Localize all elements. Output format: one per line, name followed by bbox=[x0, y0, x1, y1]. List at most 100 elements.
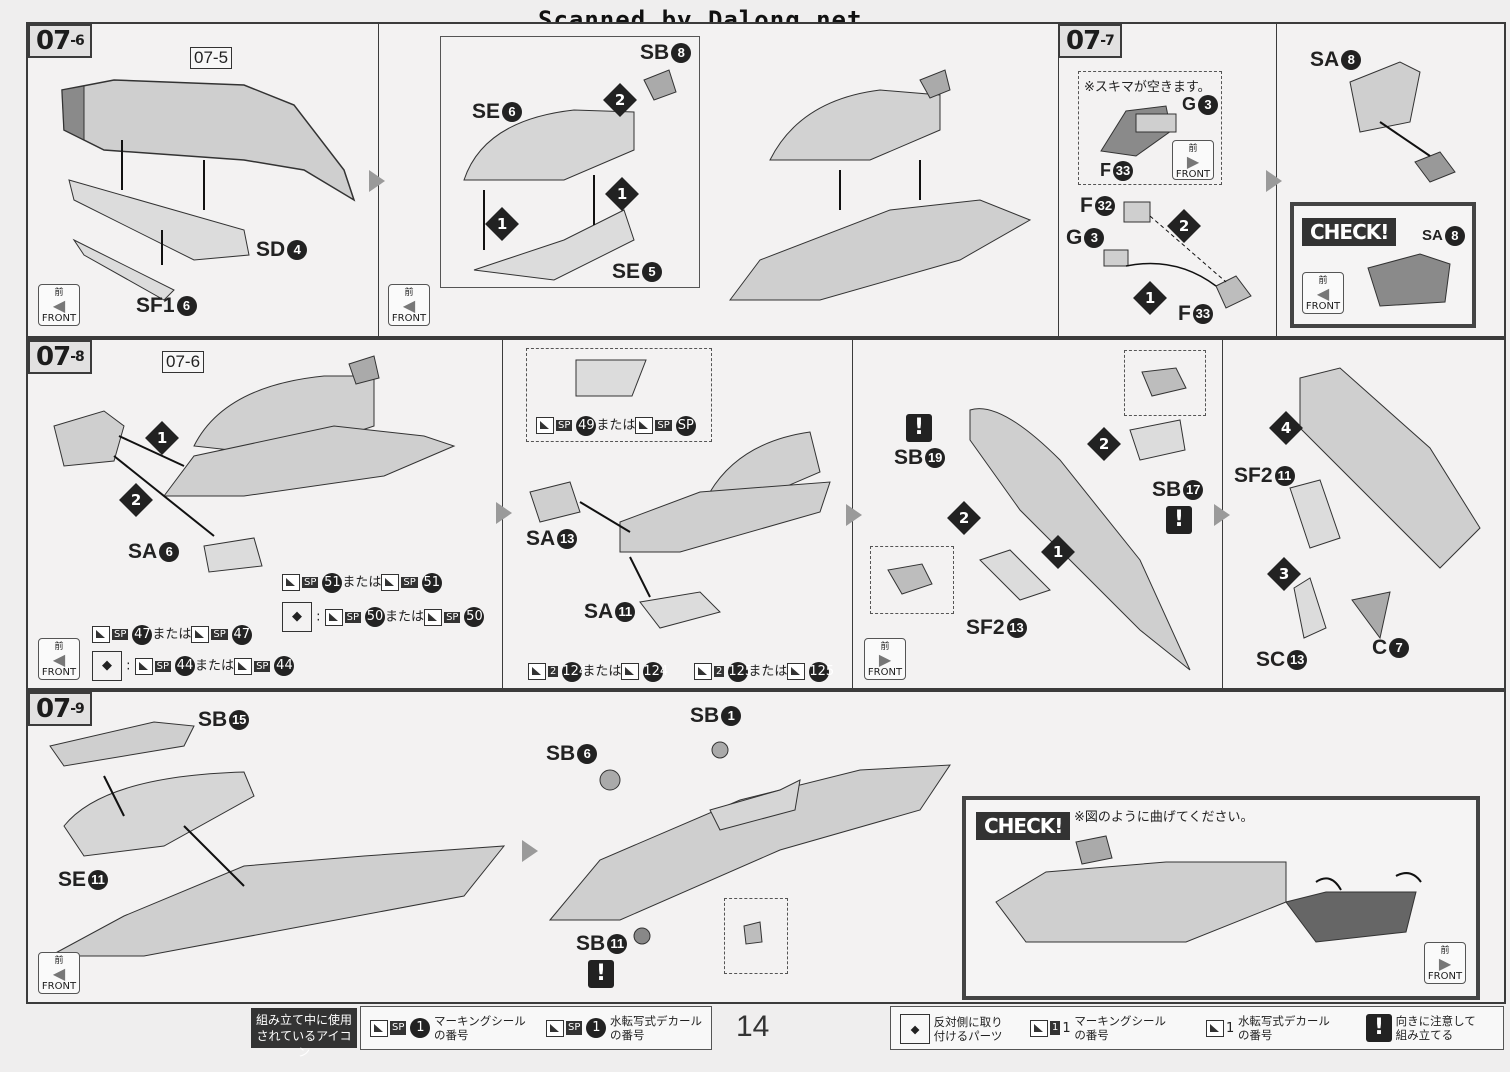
detail-box bbox=[870, 546, 954, 614]
or-word: または bbox=[596, 418, 636, 433]
sticker-num: 47 bbox=[231, 624, 252, 645]
sticker-num: 44 bbox=[274, 656, 295, 676]
order-num: 2 bbox=[614, 91, 626, 109]
part-nose-07-8 bbox=[529, 431, 831, 629]
label-text: SB bbox=[1152, 478, 1182, 501]
order-num: 3 bbox=[1278, 565, 1290, 583]
label-num: 13 bbox=[1006, 618, 1027, 639]
label-text: SC bbox=[1256, 648, 1286, 671]
label-num: 1 bbox=[721, 706, 742, 727]
legend-item-caution: ! 向きに注意して組み立てる bbox=[1366, 1014, 1476, 1042]
label-num: 11 bbox=[1274, 466, 1295, 487]
legend-group-right bbox=[890, 1006, 1504, 1050]
detail-box bbox=[724, 898, 788, 974]
label-num: 5 bbox=[642, 262, 663, 283]
detail-box bbox=[526, 348, 712, 442]
label-text: SA bbox=[128, 540, 158, 563]
label-text: SA bbox=[526, 527, 556, 550]
order-num: 1 bbox=[1144, 289, 1156, 307]
arrow-icon: ◀ bbox=[52, 964, 66, 983]
sticker-num: 51 bbox=[322, 572, 343, 593]
sticker-num: 124 bbox=[562, 661, 587, 682]
label-num: 33 bbox=[1192, 304, 1213, 325]
order-num: 2 bbox=[958, 509, 970, 527]
part-f33-g3-detail bbox=[1100, 105, 1177, 157]
front-text: FRONT bbox=[391, 313, 427, 324]
caution-icon: ! bbox=[588, 960, 614, 988]
detail-box bbox=[1078, 71, 1222, 185]
sticker-num: 47 bbox=[132, 624, 153, 645]
legend-text: 水転写式デカール bbox=[1237, 1014, 1330, 1028]
label-text: SE bbox=[612, 260, 641, 283]
sticker-code: SP bbox=[112, 629, 129, 640]
part-sb19-detail bbox=[887, 563, 933, 595]
step-sub: -7 bbox=[1100, 33, 1115, 49]
front-indicator: 前◀FRONT bbox=[38, 638, 80, 680]
front-text: FRONT bbox=[867, 667, 903, 678]
or-word: または bbox=[195, 658, 235, 674]
sticker-num: 124 bbox=[643, 661, 668, 682]
page-number: 14 bbox=[736, 1010, 770, 1043]
front-kanji: 前 bbox=[54, 288, 64, 298]
label-text: SD bbox=[256, 238, 286, 261]
label-text: SE bbox=[472, 100, 501, 123]
label-text: SB bbox=[894, 446, 924, 469]
decal-icon bbox=[787, 663, 806, 680]
sticker-code: SP bbox=[655, 420, 672, 431]
label-text: G bbox=[1182, 94, 1197, 114]
icon-code: 1 bbox=[1050, 1021, 1061, 1035]
legend-text: 組み立てる bbox=[1395, 1028, 1454, 1042]
label-num: 6 bbox=[176, 296, 197, 317]
part-assembly-07-8 bbox=[53, 355, 456, 573]
or-word: または bbox=[748, 664, 788, 679]
sticker-icon bbox=[694, 663, 712, 680]
front-indicator: 前▶FRONT bbox=[1172, 140, 1214, 180]
label-text: SB bbox=[198, 708, 228, 731]
icon-num: 1 bbox=[586, 1018, 607, 1038]
front-text: FRONT bbox=[1175, 169, 1211, 180]
front-kanji: 前 bbox=[880, 642, 890, 652]
icon-code: SP bbox=[566, 1021, 583, 1035]
arrow-icon: ◀ bbox=[402, 296, 416, 315]
label-text: SB bbox=[640, 41, 670, 64]
legend-item-decal-alt: 1 水転写式デカールの番号 bbox=[1206, 1014, 1330, 1042]
label-text: SF2 bbox=[966, 616, 1005, 639]
arrow-icon: ▶ bbox=[878, 650, 892, 669]
sticker-code: SP bbox=[556, 420, 573, 431]
front-text: FRONT bbox=[41, 981, 77, 992]
legend-text: マーキングシール bbox=[1074, 1014, 1166, 1028]
caution-icon: ! bbox=[906, 414, 932, 442]
label-num: 13 bbox=[557, 529, 578, 550]
label-num: 11 bbox=[607, 934, 628, 955]
sticker-num: 44 bbox=[175, 656, 196, 676]
arrow-icon: ▶ bbox=[1438, 954, 1452, 973]
label-num: 6 bbox=[502, 102, 523, 123]
label-num: 7 bbox=[1389, 638, 1410, 659]
legend-text: の番号 bbox=[1074, 1028, 1109, 1042]
decal-icon bbox=[191, 626, 210, 643]
legend-text: の番号 bbox=[434, 1028, 469, 1042]
sticker-icon bbox=[528, 663, 546, 680]
order-num: 1 bbox=[156, 429, 168, 447]
label-text: SB bbox=[546, 742, 576, 765]
gap-note: ※スキマが空きます。 bbox=[1084, 80, 1211, 95]
detail-box bbox=[1124, 350, 1206, 416]
label-num: 6 bbox=[577, 744, 598, 765]
sticker-code: SP bbox=[211, 629, 228, 640]
order-num: 2 bbox=[130, 491, 142, 509]
